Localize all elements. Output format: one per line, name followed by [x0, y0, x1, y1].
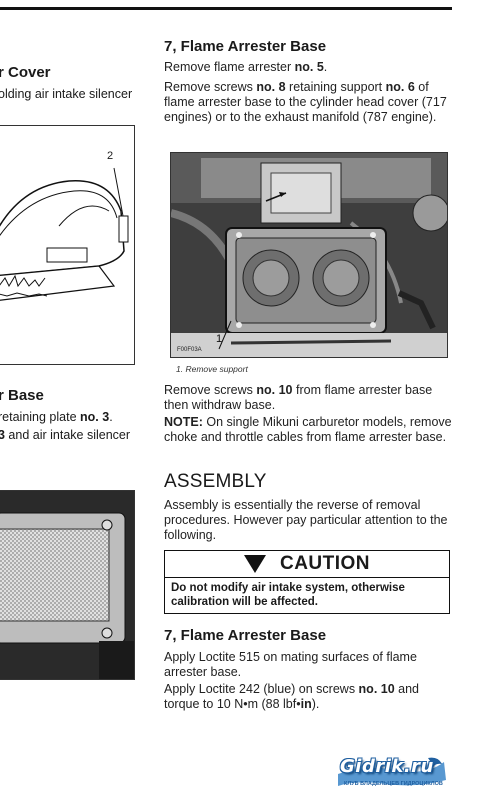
- section-title-flame-arrester-base: 7, Flame Arrester Base: [164, 38, 327, 55]
- caution-header: CAUTION: [165, 551, 449, 578]
- air-silencer-figure: 2: [0, 125, 135, 365]
- photo-code: F00F03A: [177, 347, 202, 353]
- caution-box: CAUTION Do not modify air intake system,…: [164, 550, 450, 614]
- left-text-1: olding air intake silencer: [0, 87, 133, 101]
- logo-subtext: КЛУБ ВЛАДЕЛЬЦЕВ ГИДРОЦИКЛОВ: [344, 781, 443, 787]
- paragraph-loctite-242: Apply Loctite 242 (blue) on screws no. 1…: [164, 682, 420, 711]
- caution-title: CAUTION: [279, 553, 371, 574]
- photo-callout-1: 1: [216, 333, 223, 345]
- warning-triangle-icon: [243, 555, 266, 573]
- left-column: r Cover olding air intake silencer 2 r B…: [0, 0, 140, 800]
- logo-text: Gidrik.ru: [340, 756, 434, 777]
- flame-arrester-base-photo: F00F03A 1: [170, 152, 448, 358]
- left-text-2: retaining plate no. 3.: [0, 410, 113, 424]
- main-column: 7, Flame Arrester Base Remove flame arre…: [164, 0, 452, 800]
- paragraph-loctite-515: Apply Loctite 515 on mating surfaces of …: [164, 650, 417, 679]
- paragraph-withdraw-base: Remove screws no. 10 from flame arrester…: [164, 383, 433, 412]
- note-mikuni: NOTE: On single Mikuni carburetor models…: [164, 415, 452, 444]
- watermark-logo: Gidrik.ru КЛУБ ВЛАДЕЛЬЦЕВ ГИДРОЦИКЛОВ: [336, 754, 448, 794]
- assembly-heading: ASSEMBLY: [164, 471, 267, 492]
- paragraph-assembly: Assembly is essentially the reverse of r…: [164, 498, 448, 542]
- top-rule: [0, 7, 452, 10]
- section-title-flame-arrester-base-2: 7, Flame Arrester Base: [164, 627, 327, 644]
- flame-arrester-photo-left: [0, 490, 135, 680]
- paragraph-remove-flame-arrester: Remove flame arrester no. 5.: [164, 60, 328, 74]
- left-heading-cover: r Cover: [0, 64, 51, 81]
- figure-callout-2: 2: [107, 150, 114, 162]
- paragraph-remove-screws-support: Remove screws no. 8 retaining support no…: [164, 80, 447, 124]
- left-text-3: 3 and air intake silencer: [0, 428, 131, 442]
- photo-caption: 1. Remove support: [176, 364, 248, 374]
- left-heading-base: r Base: [0, 387, 44, 404]
- caution-text: Do not modify air intake system, otherwi…: [171, 582, 405, 608]
